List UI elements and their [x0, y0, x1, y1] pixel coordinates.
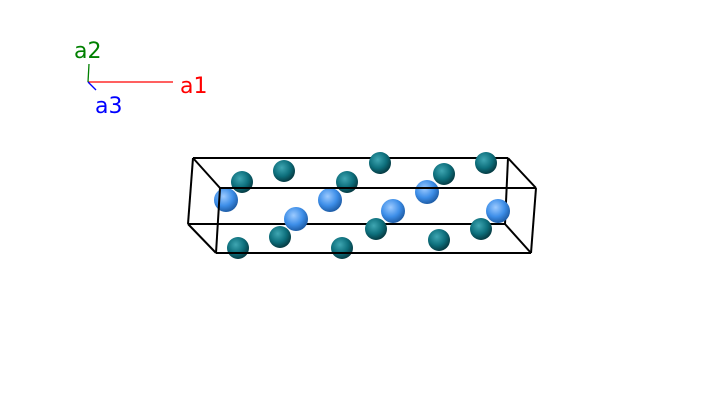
teal-atom[interactable]: [475, 152, 497, 174]
blue-atom[interactable]: [214, 188, 238, 212]
teal-atom[interactable]: [433, 163, 455, 185]
blue-atom[interactable]: [284, 207, 308, 231]
axis-indicator: a1 a2 a3: [74, 39, 207, 119]
teal-atom[interactable]: [273, 160, 295, 182]
blue-atom[interactable]: [318, 188, 342, 212]
teal-atom[interactable]: [365, 218, 387, 240]
a2-axis-line: [87, 63, 90, 83]
teal-atom[interactable]: [336, 171, 358, 193]
blue-atom[interactable]: [415, 180, 439, 204]
cell-edge: [187, 223, 217, 254]
a2-label: a2: [74, 39, 101, 64]
a3-axis-line: [87, 81, 97, 91]
cell-edge: [215, 187, 221, 254]
a3-label: a3: [95, 94, 122, 119]
cell-edge: [507, 157, 537, 189]
teal-atom[interactable]: [269, 226, 291, 248]
unit-cell-front: [215, 187, 537, 254]
teal-atom[interactable]: [331, 237, 353, 259]
teal-atom[interactable]: [231, 171, 253, 193]
cell-edge: [530, 187, 537, 254]
a1-label: a1: [180, 74, 207, 99]
blue-atom[interactable]: [381, 199, 405, 223]
teal-atom[interactable]: [470, 218, 492, 240]
blue-atom[interactable]: [486, 199, 510, 223]
teal-atom[interactable]: [227, 237, 249, 259]
teal-atom[interactable]: [428, 229, 450, 251]
teal-atom[interactable]: [369, 152, 391, 174]
cell-edge: [504, 223, 532, 254]
unit-cell-back: [187, 157, 537, 254]
atoms: [214, 152, 510, 259]
cell-edge: [187, 157, 194, 225]
cell-edge: [192, 157, 221, 189]
